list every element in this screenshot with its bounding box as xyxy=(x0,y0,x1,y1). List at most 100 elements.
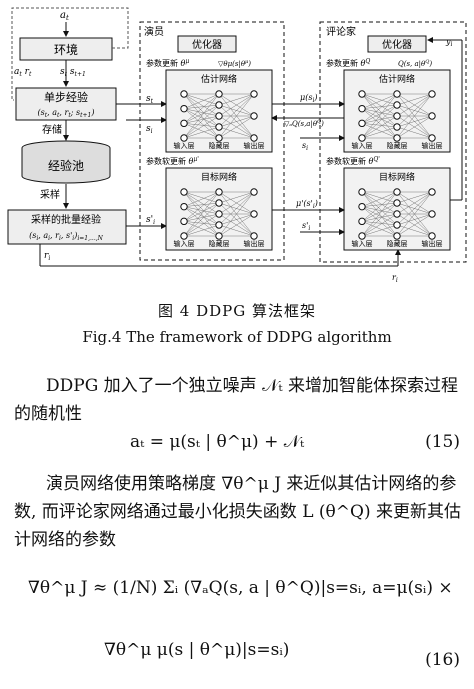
batch-tuple: (si, ai, ri, s'i)i=1,...,N xyxy=(29,231,104,242)
network-edge xyxy=(396,115,433,128)
network-node xyxy=(393,199,401,207)
single-step-label: 单步经验 xyxy=(44,90,88,104)
network-edge xyxy=(361,115,398,139)
network-node xyxy=(215,210,223,218)
network-edge xyxy=(361,104,398,124)
network-node xyxy=(428,134,436,142)
actor-optimizer xyxy=(177,35,237,53)
network-edge xyxy=(361,213,398,237)
network-edge xyxy=(183,115,220,139)
network-node xyxy=(393,232,401,240)
network-node xyxy=(215,232,223,240)
actor-soft-update: 参数软更新 θμ' xyxy=(146,156,199,166)
network-edge xyxy=(361,191,398,215)
network-node xyxy=(393,221,401,229)
network-edge xyxy=(183,93,220,128)
network-edge xyxy=(183,191,220,204)
network-node xyxy=(180,202,188,211)
network-edge xyxy=(183,224,220,237)
layer-label: 隐藏层 xyxy=(387,141,408,150)
network-node xyxy=(358,188,366,196)
network-node xyxy=(358,104,366,113)
network-edge xyxy=(396,191,433,226)
critic-title: 评论家 xyxy=(326,25,356,38)
network-edge xyxy=(218,213,255,226)
actor-grad: ▽θμ(s|θμ) xyxy=(218,59,251,68)
network-node xyxy=(393,123,401,131)
network-edge xyxy=(361,213,398,222)
si-mid-label: si xyxy=(302,141,308,152)
network-edge xyxy=(183,221,220,226)
network-edge xyxy=(361,93,398,106)
network-edge xyxy=(361,206,398,215)
network-node xyxy=(180,104,188,113)
network-edge xyxy=(183,104,220,124)
network-node xyxy=(215,134,223,142)
network-node xyxy=(215,90,223,98)
network-edge xyxy=(396,126,433,139)
network-edge xyxy=(183,108,220,128)
layer-label: 隐藏层 xyxy=(387,239,408,248)
store-label: 存储 xyxy=(42,123,62,136)
layer-label: 输入层 xyxy=(174,239,195,248)
network-node xyxy=(215,188,223,196)
network-edge xyxy=(361,93,398,117)
network-edge xyxy=(361,108,398,139)
critic-soft-update: 参数软更新 θQ' xyxy=(326,156,380,166)
network-edge xyxy=(361,93,398,124)
network-node xyxy=(250,188,258,196)
network-node xyxy=(393,210,401,218)
network-edge xyxy=(361,221,398,237)
figure-caption-cn: 图 4 DDPG 算法框架 xyxy=(158,302,316,320)
network-edge xyxy=(361,202,398,207)
network-edge xyxy=(361,104,398,109)
equation-15: aₜ = μ(sₜ | θ^μ) + 𝒩ₜ xyxy=(130,432,305,452)
network-edge xyxy=(183,93,220,109)
equation-16-number: (16) xyxy=(425,650,460,670)
single-step-box xyxy=(15,87,117,121)
single-step-tuple: (st, at, rt; st+1) xyxy=(37,108,94,119)
layer-label: 输出层 xyxy=(422,141,443,150)
network-node xyxy=(393,112,401,120)
network-node xyxy=(428,90,436,98)
env-label: 环境 xyxy=(54,42,78,57)
network-edge xyxy=(361,123,398,128)
layer-label: 输出层 xyxy=(422,239,443,248)
network-node xyxy=(215,112,223,120)
network-edge xyxy=(183,191,220,226)
network-edge xyxy=(361,108,398,117)
network-edge xyxy=(361,202,398,237)
network-edge xyxy=(361,191,398,222)
network-edge xyxy=(218,93,255,117)
network-node xyxy=(215,123,223,131)
network-node xyxy=(215,221,223,229)
network-edge xyxy=(183,191,220,237)
pool-label: 经验池 xyxy=(48,158,84,173)
figure-caption-en: Fig.4 The framework of DDPG algorithm xyxy=(82,328,392,346)
batch-label: 采样的批量经验 xyxy=(31,213,101,226)
network-node xyxy=(393,134,401,142)
network-edge xyxy=(218,224,255,237)
network-node xyxy=(250,90,258,98)
batch-box xyxy=(7,209,127,245)
layer-label: 隐藏层 xyxy=(209,141,230,150)
network-edge xyxy=(396,93,433,117)
critic-update: 参数更新 θQ xyxy=(326,58,370,68)
network-node xyxy=(215,101,223,109)
network-node xyxy=(250,112,258,120)
svg-text:估计网络: 估计网络 xyxy=(379,73,415,85)
network-edge xyxy=(396,213,433,226)
layer-label: 输入层 xyxy=(174,141,195,150)
network-node xyxy=(180,217,188,226)
svg-text:优化器: 优化器 xyxy=(382,38,412,51)
sample-label: 采样 xyxy=(40,188,60,201)
network-node xyxy=(393,101,401,109)
equation-16-line-2: ∇θ^μ μ(s | θ^μ)|s=sᵢ) xyxy=(104,640,290,660)
network-edge xyxy=(183,126,220,139)
network-edge xyxy=(218,115,255,128)
network-edge xyxy=(183,123,220,128)
network-node xyxy=(358,232,366,240)
env-out-a: at rt xyxy=(14,67,32,78)
network-node xyxy=(358,134,366,142)
network-edge xyxy=(361,123,398,139)
